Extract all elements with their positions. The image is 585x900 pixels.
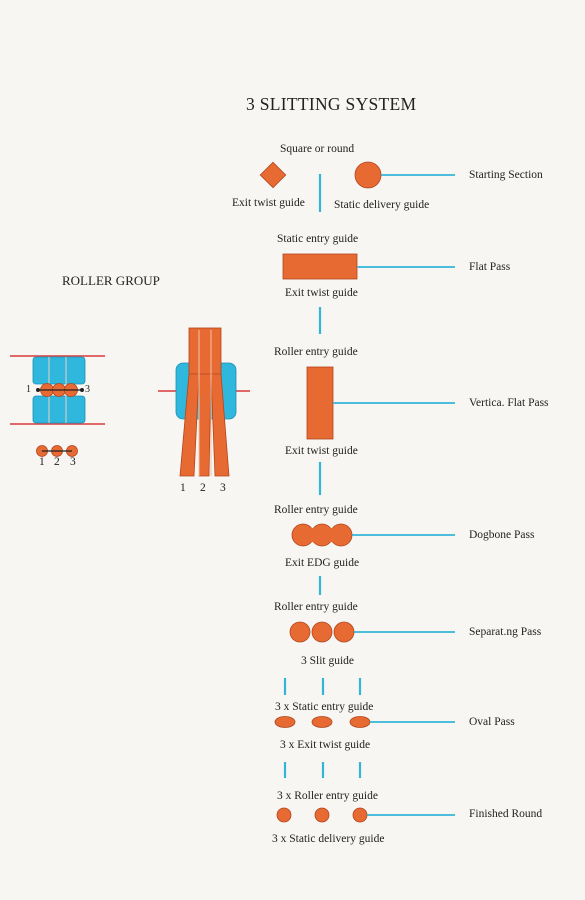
dogbone-pass-shape [291, 523, 353, 547]
label-exit-twist-guide: Exit twist guide [232, 197, 305, 209]
roll-number-3: 3 [85, 384, 90, 395]
label-exit-twist-guide-x3: 3 x Exit twist guide [280, 739, 371, 751]
label-roller-entry-guide: Roller entry guide [274, 346, 358, 358]
label-roller-entry-guide: Roller entry guide [274, 504, 358, 516]
label-static-delivery-guide: Static delivery guide [334, 199, 430, 211]
finished-round-shape [276, 807, 368, 823]
slitting-roller-large [158, 327, 250, 477]
label-exit-edg-guide: Exit EDG guide [285, 557, 360, 569]
roller-group-label: ROLLER GROUP [62, 273, 160, 288]
strand-number-1: 1 [39, 456, 45, 468]
pass-label-oval: Oval Pass [469, 716, 515, 728]
pass-label-finished-round: Finished Round [469, 808, 543, 820]
label-slit-guide: 3 Slit guide [301, 655, 355, 667]
roller-stand-small [10, 355, 105, 425]
label-square-or-round: Square or round [280, 143, 355, 155]
strand-number-2-large: 2 [200, 482, 206, 494]
separating-pass-shape [289, 621, 355, 643]
separated-rounds-small [36, 445, 78, 457]
flat-pass-shape [282, 253, 358, 280]
pass-label-flat: Flat Pass [469, 261, 511, 273]
label-roller-entry-guide-x3: 3 x Roller entry guide [277, 790, 378, 802]
pass-label-vertical-flat: Vertica. Flat Pass [469, 397, 549, 409]
square-billet-shape [259, 161, 287, 189]
vertical-flat-pass-shape [306, 366, 334, 440]
pass-label-dogbone: Dogbone Pass [469, 529, 535, 541]
strand-number-2: 2 [54, 456, 60, 468]
label-exit-twist-guide: Exit twist guide [285, 287, 358, 299]
label-static-entry-guide: Static entry guide [277, 233, 359, 245]
strand-number-3: 3 [70, 456, 76, 468]
label-static-entry-guide-x3: 3 x Static entry guide [275, 701, 374, 713]
label-static-delivery-guide-x3: 3 x Static delivery guide [272, 833, 385, 845]
strand-number-1-large: 1 [180, 482, 186, 494]
pass-label-starting-section: Starting Section [469, 169, 543, 181]
label-roller-entry-guide: Roller entry guide [274, 601, 358, 613]
roll-number-1: 1 [26, 384, 31, 395]
oval-pass-shape [274, 716, 371, 728]
pass-label-separating: Separat.ng Pass [469, 626, 542, 638]
page-title: 3 SLITTING SYSTEM [246, 94, 417, 114]
strand-number-3-large: 3 [220, 482, 226, 494]
round-billet-shape [354, 161, 382, 189]
label-exit-twist-guide: Exit twist guide [285, 445, 358, 457]
